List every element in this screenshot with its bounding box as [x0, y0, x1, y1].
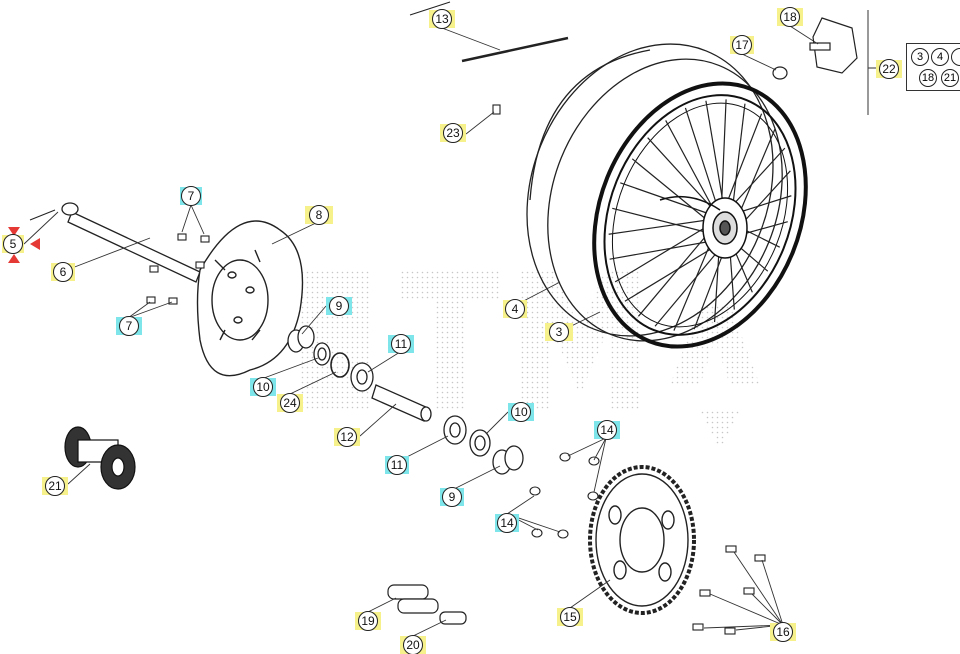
- retaining-ring-24: [330, 352, 350, 378]
- leader-line: [271, 221, 319, 245]
- leader-line: [593, 437, 607, 493]
- spoke-part: [461, 36, 569, 63]
- leader-line: [733, 551, 784, 626]
- spacer-bushing-9a: [287, 325, 315, 353]
- callout-17[interactable]: 17: [730, 35, 754, 55]
- callout-11-upper[interactable]: 11: [388, 334, 414, 354]
- leader-line: [569, 579, 611, 609]
- leader-line: [465, 111, 495, 135]
- kit-item[interactable]: 3: [911, 48, 929, 66]
- nipple-23: [492, 104, 501, 115]
- bearing-11b: [443, 415, 467, 445]
- seal-ring-10b: [469, 429, 491, 457]
- kit-22-contents: 3 4 18 21: [906, 43, 960, 91]
- nut-17: [772, 66, 788, 80]
- leader-line: [23, 211, 59, 245]
- kit-item[interactable]: 4: [931, 48, 949, 66]
- leader-line: [127, 301, 173, 319]
- watermark: [300, 270, 760, 450]
- callout-21[interactable]: 21: [42, 476, 68, 496]
- callout-3[interactable]: 3: [545, 322, 573, 342]
- brake-disc-part: [196, 220, 304, 377]
- disc-screws: [146, 233, 210, 305]
- axle-part: [29, 202, 201, 283]
- callout-6[interactable]: 6: [51, 262, 75, 282]
- callout-20[interactable]: 20: [400, 635, 426, 654]
- sprocket-part: [588, 465, 696, 615]
- callout-23[interactable]: 23: [440, 123, 466, 143]
- leader-line: [301, 305, 327, 335]
- callout-14-upper[interactable]: 14: [594, 420, 620, 440]
- leader-line: [359, 403, 397, 437]
- leader-line: [127, 301, 151, 319]
- leader-line: [263, 357, 319, 379]
- sprocket-screws: [692, 545, 766, 635]
- seal-ring-10a: [313, 342, 331, 366]
- callout-24[interactable]: 24: [277, 393, 303, 413]
- leader-line: [593, 437, 607, 461]
- callout-7-lower[interactable]: 7: [116, 316, 142, 336]
- bearing-11a: [350, 362, 374, 392]
- spoke-line: [647, 137, 722, 219]
- callout-18[interactable]: 18: [777, 7, 803, 27]
- callout-9-upper[interactable]: 9: [326, 296, 352, 316]
- leader-line: [485, 411, 509, 435]
- callout-8[interactable]: 8: [305, 205, 333, 225]
- kit-item[interactable]: 21: [941, 69, 959, 87]
- callout-9-lower[interactable]: 9: [440, 487, 464, 507]
- callout-5[interactable]: 5: [2, 234, 24, 254]
- callout-10-lower[interactable]: 10: [508, 402, 534, 422]
- leader-line: [71, 237, 151, 269]
- spoke-line: [608, 217, 722, 235]
- callout-19[interactable]: 19: [355, 611, 381, 631]
- chain-link-20: [439, 611, 467, 625]
- leader-line: [367, 351, 401, 373]
- leader-line: [506, 495, 535, 515]
- leader-line: [441, 27, 501, 51]
- callout-10-upper[interactable]: 10: [250, 377, 276, 397]
- rim-lock-18: [809, 17, 858, 74]
- kit-item[interactable]: 18: [919, 69, 937, 87]
- leader-line: [741, 53, 777, 71]
- leader-line: [567, 437, 607, 457]
- distance-tube-12: [371, 384, 432, 422]
- leader-line: [190, 204, 205, 235]
- spoke-line: [620, 182, 722, 219]
- sprocket-nuts: [529, 452, 600, 539]
- selection-marker: [8, 227, 40, 263]
- leader-line: [367, 597, 397, 613]
- callout-15[interactable]: 15: [557, 607, 583, 627]
- callout-14-lower[interactable]: 14: [495, 513, 519, 533]
- leader-line: [703, 624, 784, 629]
- chain-link-19: [387, 584, 439, 614]
- spacer-bushing-9b: [492, 445, 524, 475]
- callout-4[interactable]: 4: [503, 299, 527, 319]
- leader-line: [451, 465, 501, 491]
- callout-11-lower[interactable]: 11: [385, 455, 409, 475]
- leader-line: [751, 593, 784, 626]
- leader-lines: [23, 25, 819, 637]
- callout-22[interactable]: 22: [876, 59, 902, 79]
- leader-line: [289, 371, 337, 395]
- leader-line: [181, 204, 192, 233]
- leader-line: [67, 463, 91, 485]
- wheel-hub: [659, 195, 748, 259]
- leader-line: [709, 593, 784, 626]
- callout-16[interactable]: 16: [770, 622, 796, 642]
- callout-7-upper[interactable]: 7: [180, 186, 202, 206]
- hub-part-21: [64, 426, 136, 490]
- leader-line: [412, 619, 447, 637]
- kit-item[interactable]: [951, 48, 960, 66]
- callout-13[interactable]: 13: [429, 9, 455, 29]
- leader-line: [761, 559, 784, 626]
- leader-line: [789, 25, 819, 45]
- callout-12[interactable]: 12: [334, 427, 360, 447]
- spoke-line: [684, 107, 722, 219]
